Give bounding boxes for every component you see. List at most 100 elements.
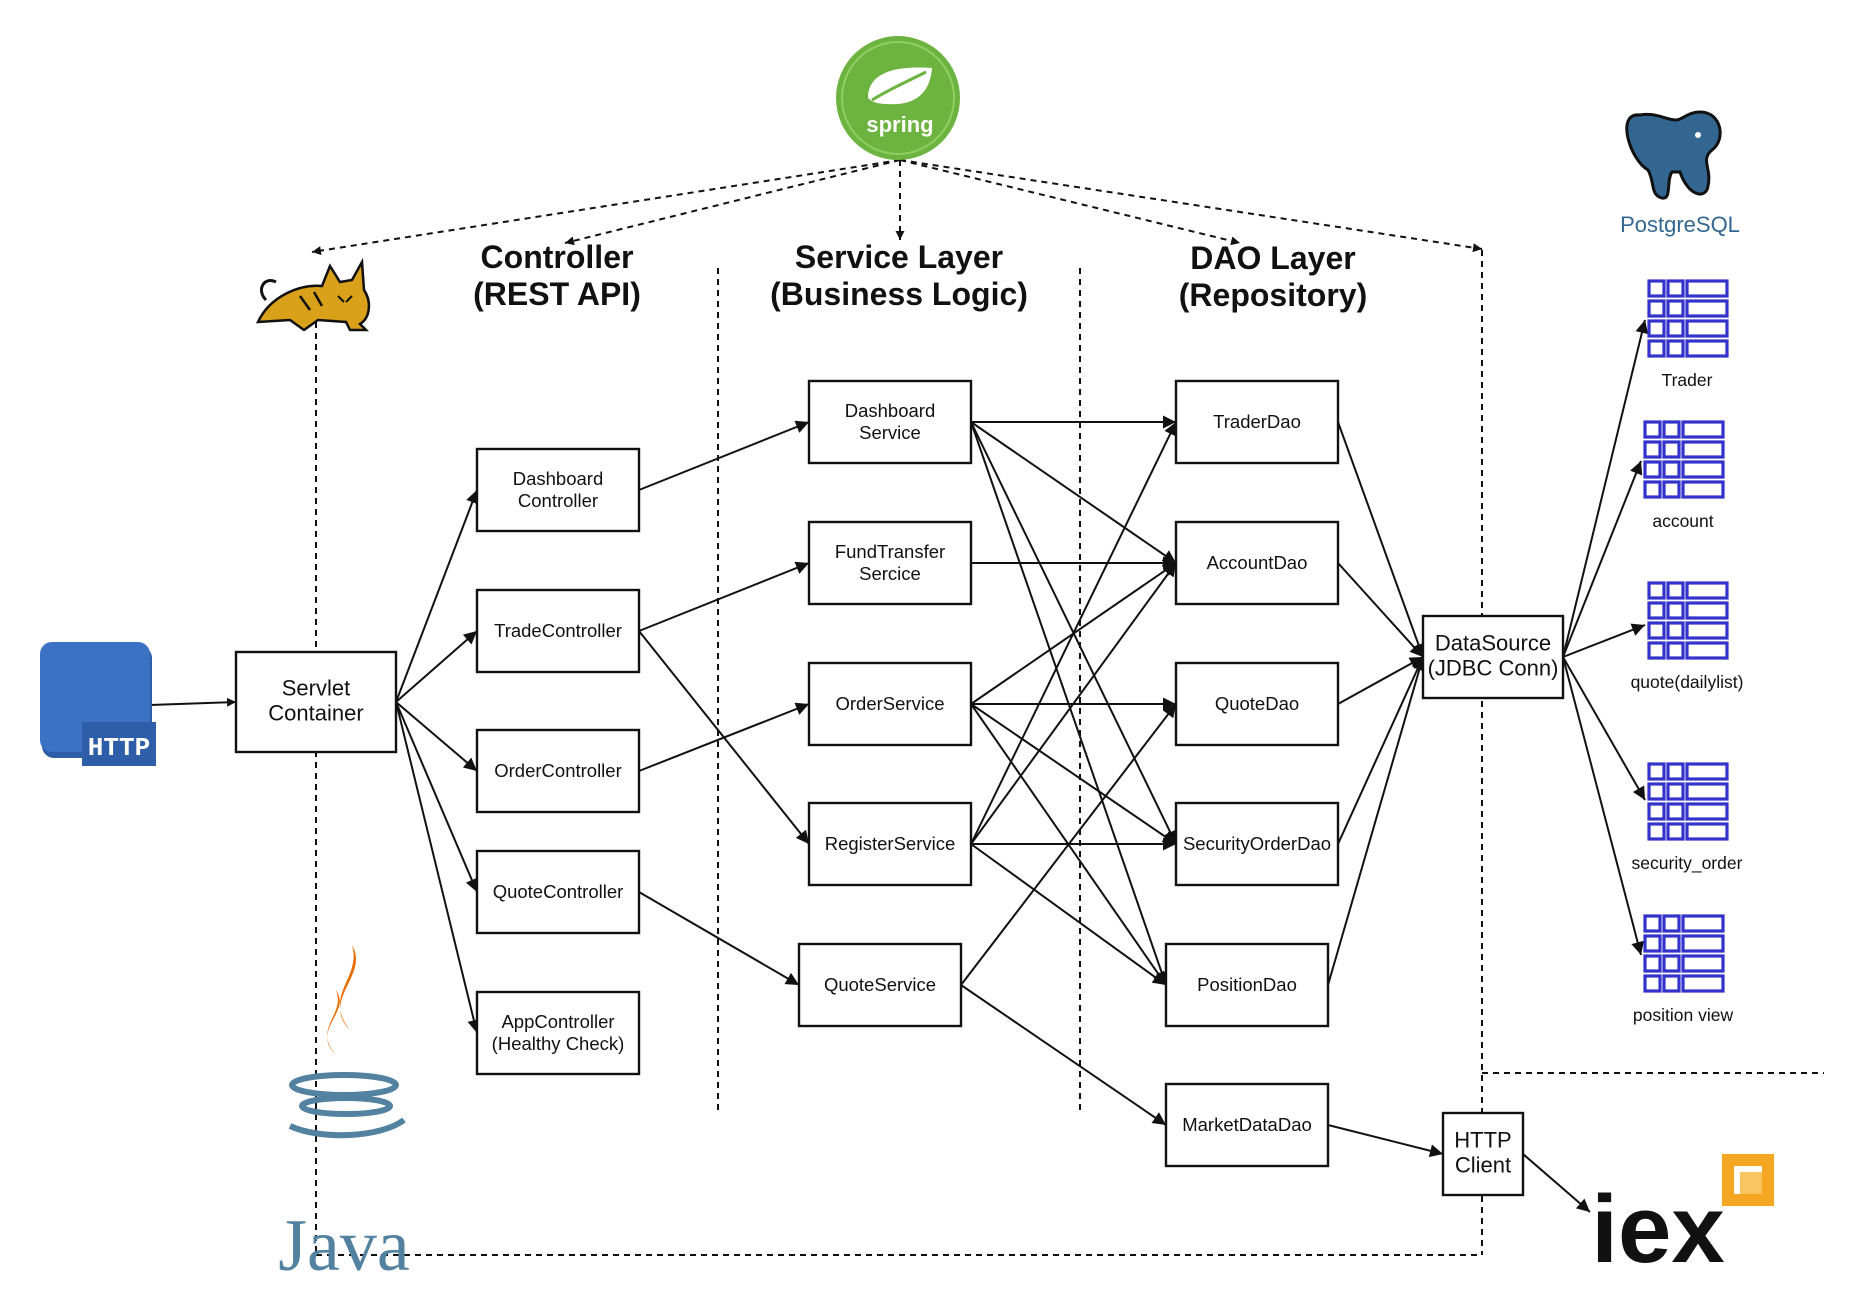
securityorder-dao-label-0: SecurityOrderDao <box>1183 833 1331 854</box>
order-controller-label-0: OrderController <box>494 760 622 781</box>
arrow-quote-controller-to-quote-service <box>638 891 800 986</box>
quote-service-box: QuoteService <box>797 942 963 1028</box>
arrow-servlet-to-quote-controller <box>395 701 478 893</box>
component-boxes: ServletContainerDashboardControllerTrade… <box>234 379 1565 1197</box>
arrow-trade-controller-to-fundtransfer-service <box>638 561 810 632</box>
table-label-0: Trader <box>1662 370 1713 390</box>
fundtransfer-service-label-1: Sercice <box>859 563 921 584</box>
servlet-label-0: Servlet <box>282 676 350 701</box>
controller-layer-header-line-0: Controller <box>481 239 634 275</box>
spring-to-datasource-arrow <box>899 159 1483 253</box>
securityorder-dao-box: SecurityOrderDao <box>1174 801 1340 887</box>
table-icon-2 <box>1647 581 1729 660</box>
arrow-marketdata-dao-to-http-client <box>1327 1124 1444 1158</box>
account-dao-box: AccountDao <box>1174 520 1340 606</box>
arrow-http-client-to-iex <box>1522 1153 1591 1213</box>
table-icon-3 <box>1647 762 1729 841</box>
arrow-servlet-to-order-controller <box>395 701 478 772</box>
arrow-position-dao-to-datasource <box>1327 656 1426 986</box>
position-dao-box: PositionDao <box>1164 942 1330 1028</box>
dashboard-service-label-1: Service <box>859 422 921 443</box>
datasource-label-1: (JDBC Conn) <box>1428 656 1559 681</box>
order-service-box: OrderService <box>807 661 973 747</box>
order-controller-box: OrderController <box>475 728 641 814</box>
arrow-http-to-servlet <box>149 697 237 707</box>
spring-logo-text: spring <box>866 112 933 137</box>
trade-controller-label-0: TradeController <box>494 620 622 641</box>
app-controller-box: AppController(Healthy Check) <box>475 990 641 1076</box>
database-tables: Trader account quote(dailylist) security_or… <box>1631 279 1744 1025</box>
http-client-label-0: HTTP <box>1454 1128 1511 1153</box>
table-label-3: security_order <box>1632 853 1743 874</box>
http-document-icon: HTTP <box>40 642 156 766</box>
arrow-order-service-to-securityorder-dao <box>970 703 1177 845</box>
dashboard-service-label-0: Dashboard <box>845 400 936 421</box>
iex-square-icon: iex <box>1591 1154 1774 1283</box>
service-layer-header-line-1: (Business Logic) <box>770 276 1028 312</box>
account-dao-label-0: AccountDao <box>1207 552 1308 573</box>
arrow-register-service-to-trader-dao <box>970 421 1177 845</box>
iex-logo-text: iex <box>1591 1176 1724 1283</box>
app-controller-label-1: (Healthy Check) <box>492 1033 625 1054</box>
arrow-servlet-to-app-controller <box>395 701 481 1034</box>
spring-to-tomcat-arrow <box>311 159 901 256</box>
trader-dao-box: TraderDao <box>1174 379 1340 465</box>
arrow-datasource-to-table-3 <box>1562 656 1646 801</box>
spring-logo: spring <box>836 36 960 160</box>
table-label-4: position view <box>1633 1005 1734 1025</box>
arrow-quote-service-to-marketdata-dao <box>960 984 1167 1126</box>
http-client-label-1: Client <box>1455 1153 1511 1178</box>
marketdata-dao-box: MarketDataDao <box>1164 1082 1330 1168</box>
arrow-datasource-to-table-0 <box>1562 319 1649 658</box>
arrow-servlet-to-trade-controller <box>395 630 478 703</box>
controller-layer-header-line-1: (REST API) <box>473 276 641 312</box>
arrow-register-service-to-account-dao <box>970 562 1177 845</box>
register-service-label-0: RegisterService <box>825 833 956 854</box>
dashboard-controller-label-0: Dashboard <box>513 468 604 489</box>
dao-layer-header-line-1: (Repository) <box>1179 277 1367 313</box>
datasource-label-0: DataSource <box>1435 631 1551 656</box>
tomcat-cat-icon <box>255 257 371 332</box>
arrow-dashboard-controller-to-dashboard-service <box>638 420 810 491</box>
fundtransfer-service-label-0: FundTransfer <box>835 541 945 562</box>
quote-dao-box: QuoteDao <box>1174 661 1340 747</box>
container-boundaries <box>311 159 1824 1256</box>
table-label-1: account <box>1652 511 1713 531</box>
arrow-trader-dao-to-datasource <box>1337 421 1425 658</box>
table-icon-4 <box>1643 914 1725 993</box>
arrow-quote-service-to-quote-dao <box>960 703 1177 986</box>
arrow-account-dao-to-datasource <box>1337 562 1424 658</box>
table-label-2: quote(dailylist) <box>1631 672 1744 692</box>
http-icon-label: HTTP <box>88 733 150 763</box>
position-dao-label-0: PositionDao <box>1197 974 1297 995</box>
service-layer-header-line-0: Service Layer <box>795 239 1003 275</box>
register-service-box: RegisterService <box>807 801 973 887</box>
trader-dao-label-0: TraderDao <box>1213 411 1301 432</box>
dashboard-controller-label-1: Controller <box>518 490 598 511</box>
marketdata-dao-label-0: MarketDataDao <box>1182 1114 1312 1135</box>
arrow-register-service-to-position-dao <box>970 843 1167 986</box>
app-controller-label-0: AppController <box>501 1011 614 1032</box>
servlet-label-1: Container <box>268 701 363 726</box>
arrow-servlet-to-dashboard-controller <box>395 489 479 703</box>
table-icon-0 <box>1647 279 1729 358</box>
layer-headers: Controller(REST API) Service Layer(Busine… <box>473 239 1367 313</box>
dao-layer-header-line-0: DAO Layer <box>1190 240 1355 276</box>
arrow-datasource-to-table-2 <box>1562 623 1646 658</box>
quote-controller-box: QuoteController <box>475 849 641 935</box>
table-icon-1 <box>1643 420 1725 499</box>
arrow-quote-dao-to-datasource <box>1337 656 1424 705</box>
spring-to-controller-arrow <box>564 159 901 246</box>
datasource-box: DataSource(JDBC Conn) <box>1421 614 1565 700</box>
java-coffee-cup-icon: Java <box>278 945 410 1287</box>
arrow-datasource-to-table-1 <box>1562 460 1643 658</box>
arrow-dashboard-service-to-account-dao <box>970 421 1177 564</box>
arrow-securityorder-dao-to-datasource <box>1337 656 1424 845</box>
arrow-datasource-to-table-4 <box>1562 656 1644 956</box>
